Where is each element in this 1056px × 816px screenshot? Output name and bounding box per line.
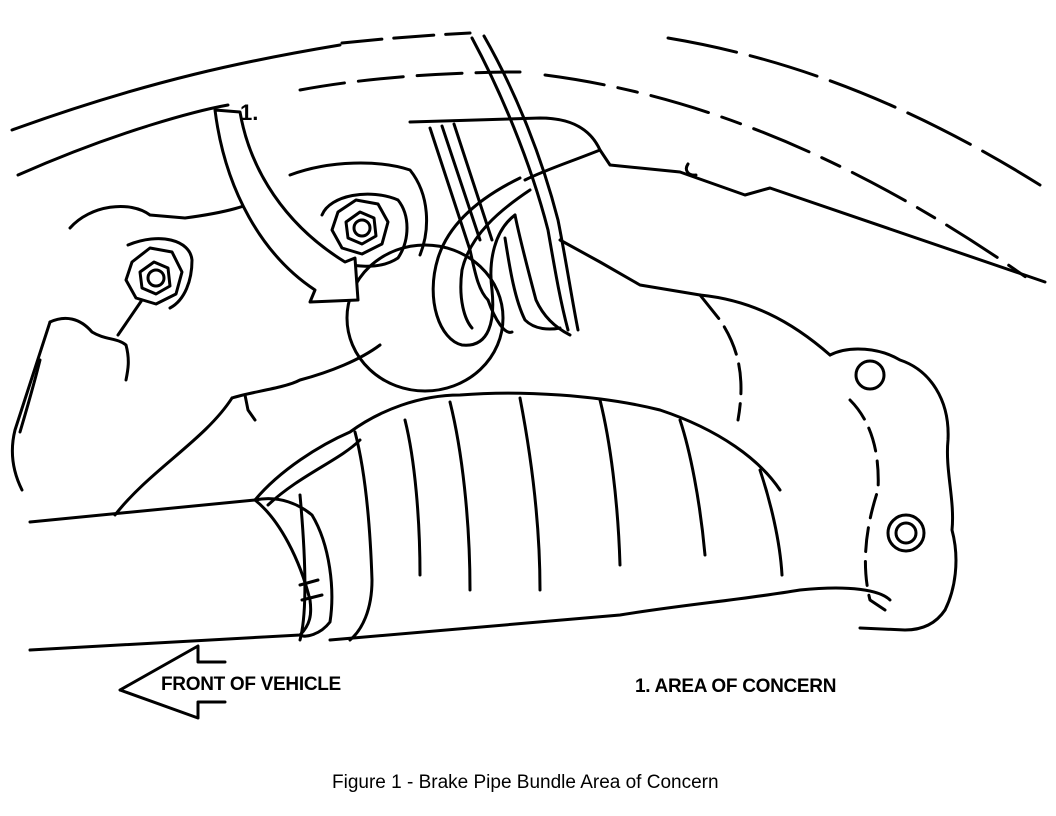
cv-boot <box>253 391 892 642</box>
brake-pipe-bundle <box>428 34 580 347</box>
concern-circle <box>345 243 505 393</box>
figure-caption: Figure 1 - Brake Pipe Bundle Area of Con… <box>332 772 719 793</box>
curved-arrow-icon <box>213 108 360 304</box>
clip-mark <box>684 162 698 177</box>
wheel-well-arcs <box>10 31 1042 282</box>
front-of-vehicle-label: FRONT OF VEHICLE <box>161 674 341 695</box>
hex-bolt-icon <box>116 237 194 337</box>
left-arrow-icon <box>118 644 227 720</box>
axle-shaft <box>28 497 334 652</box>
callout-number: 1. <box>240 100 259 125</box>
hub-flange <box>828 347 958 632</box>
hex-bolt-icon <box>320 192 409 268</box>
legend-item: 1. AREA OF CONCERN <box>635 676 837 697</box>
